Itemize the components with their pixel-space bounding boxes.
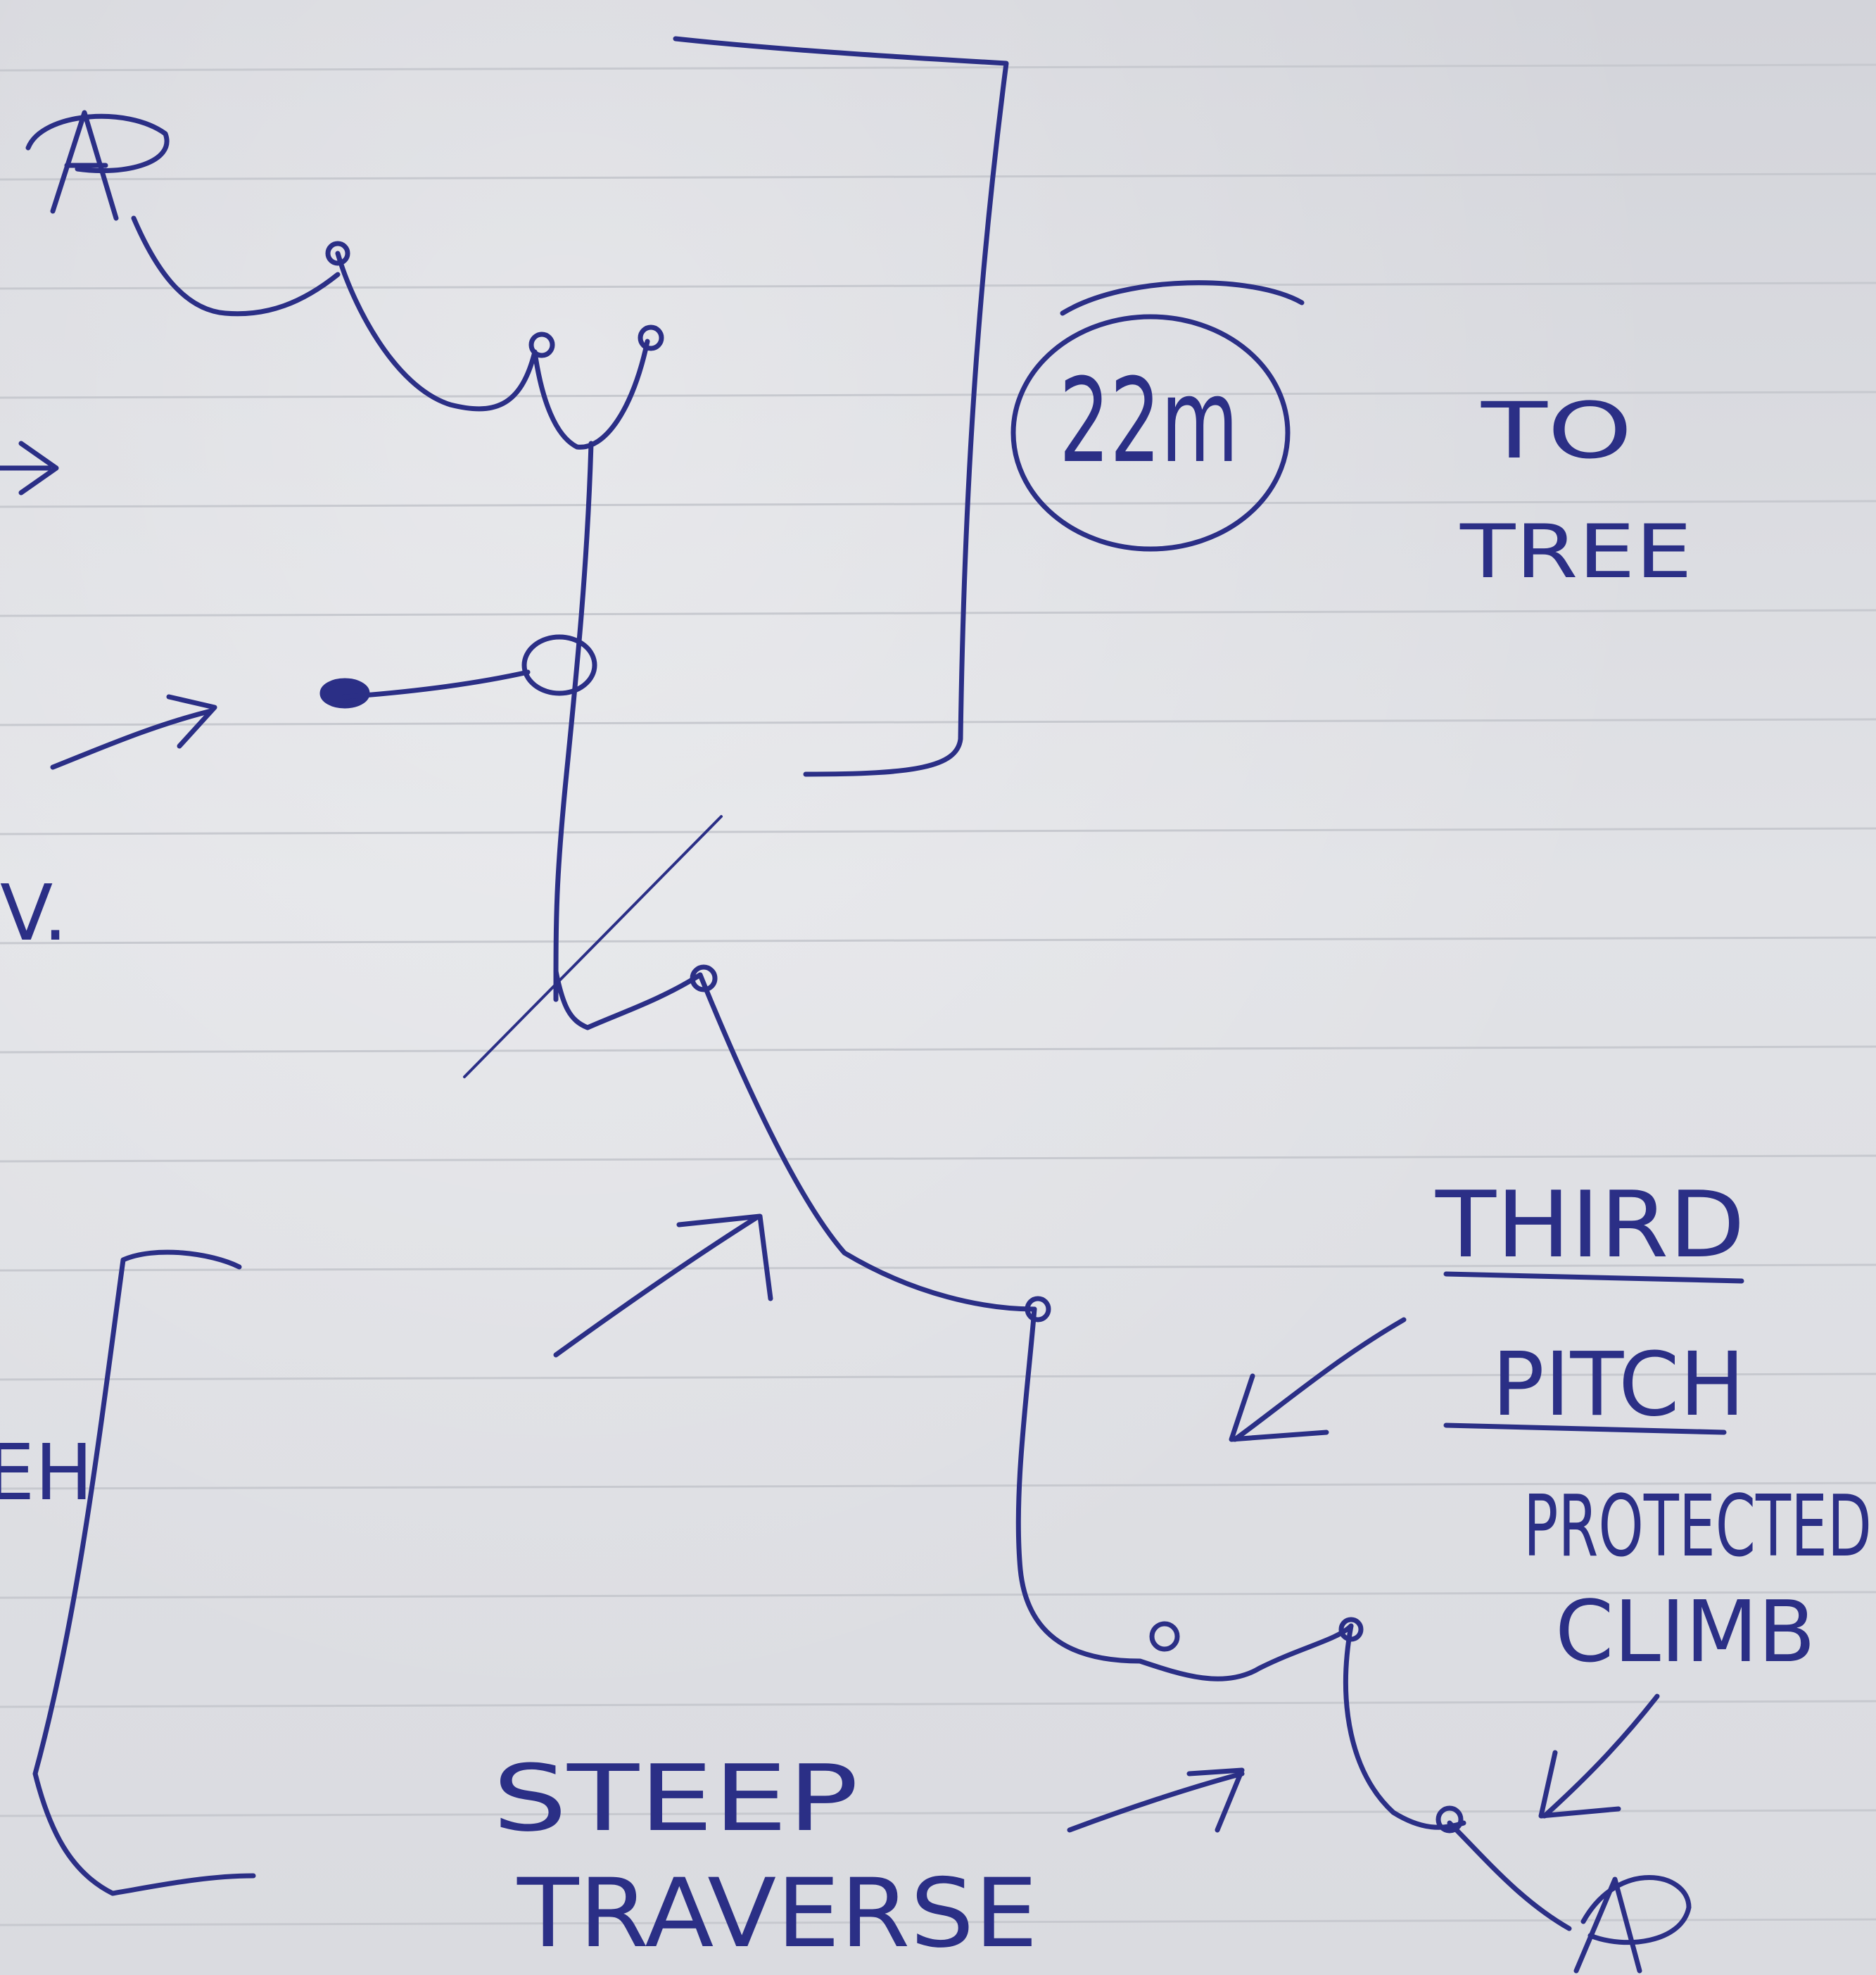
branch-line [342,669,531,700]
tree-label: TREE [1459,509,1692,595]
left-fragment-label: V. [0,868,68,958]
bolt-icon [1025,1296,1051,1323]
ruled-lines [0,63,1876,1926]
bolt-icon [521,634,597,696]
protected-label: PROTECTED [1523,1478,1872,1576]
pitch-underline [1443,1271,1744,1284]
arrow-icon [0,441,59,496]
left-fragment-label: EH [0,1427,93,1517]
traverse-label: TRAVERSE [516,1858,1038,1969]
bolt-icon [1435,1805,1464,1834]
bolt-icon [690,964,718,992]
length-label: 22m [1059,353,1238,488]
arrow-icon [1538,1693,1660,1819]
arrow-icon [1067,1767,1245,1833]
bolt-icon [638,324,664,351]
pitch-label: PITCH [1492,1334,1745,1436]
pitch-underline [1443,1422,1727,1435]
arrow-icon [50,694,217,770]
third-label: THIRD [1435,1171,1745,1278]
cross-line [463,815,723,1078]
bolt-icon [1149,1621,1180,1652]
bolt-icon [325,241,350,266]
to-label: TO [1481,386,1633,476]
steep-label: STEEP [493,1745,858,1852]
lower-bracket [32,1249,256,1896]
arrow-icon [1229,1317,1407,1442]
top-anchor-icon [25,110,170,221]
circle-overlap [1060,280,1305,316]
climb-label: CLIMB [1555,1584,1815,1681]
bolt-icon [528,332,555,358]
bottom-anchor-icon [1573,1875,1692,1974]
length-bracket [673,36,1009,777]
bolt-icon [1338,1617,1364,1642]
bolt-markers [319,241,1464,1834]
arrow-icon [553,1213,773,1358]
length-circle [1010,314,1291,552]
route-line [131,215,1572,1931]
